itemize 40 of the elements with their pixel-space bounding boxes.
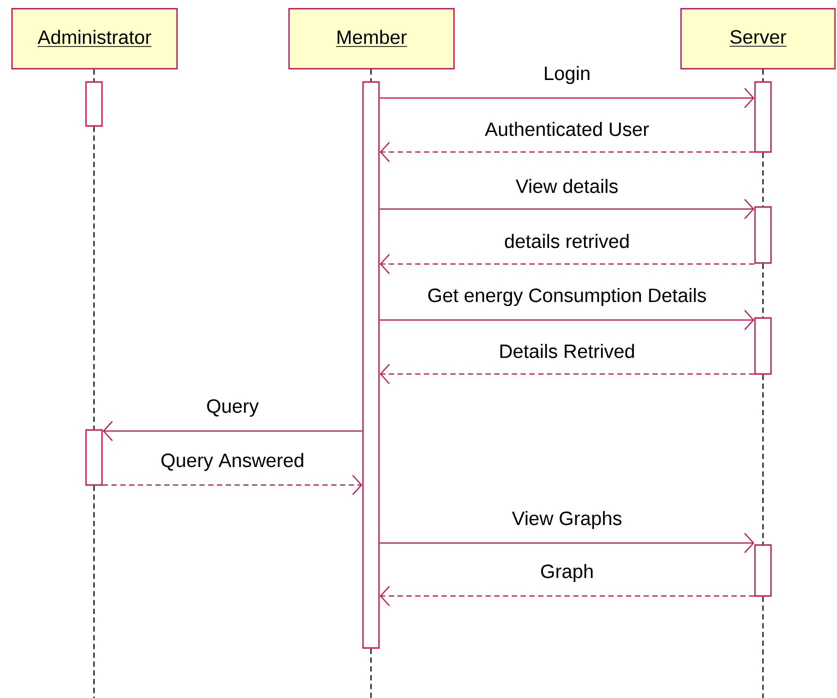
lifeline	[762, 69, 764, 82]
message-label: Query Answered	[158, 451, 306, 473]
message-arrow	[102, 474, 362, 496]
message-arrow	[380, 364, 754, 384]
activation-bar	[362, 81, 380, 649]
message-label: Graph	[538, 562, 596, 584]
lifeline-header: Member	[288, 8, 455, 70]
message-arrow	[380, 310, 754, 330]
message-label: details retrived	[502, 232, 632, 250]
message-arrow	[380, 198, 754, 220]
lifeline	[370, 69, 372, 82]
message-arrow	[380, 532, 754, 554]
activation-bar	[754, 544, 772, 597]
lifeline	[93, 69, 95, 82]
message-arrow	[380, 586, 754, 606]
lifeline	[93, 126, 95, 430]
lifeline	[370, 648, 372, 698]
activation-bar	[85, 81, 103, 127]
message-arrow	[102, 420, 362, 442]
message-arrow	[380, 142, 754, 162]
lifeline	[762, 264, 764, 318]
activation-bar	[754, 81, 772, 153]
message-label: Login	[542, 64, 592, 86]
lifeline	[93, 486, 95, 698]
activation-bar	[754, 206, 772, 264]
message-label: Details Retrived	[497, 342, 637, 360]
lifeline	[762, 596, 764, 698]
activation-bar	[85, 429, 103, 486]
lifeline	[762, 152, 764, 206]
activation-bar	[754, 317, 772, 375]
message-label: View details	[514, 177, 620, 195]
message-label: Get energy Consumption Details	[426, 286, 708, 308]
message-label: Authenticated User	[483, 120, 651, 138]
message-label: Query	[204, 398, 261, 419]
message-arrow	[380, 88, 754, 108]
lifeline-header: Administrator	[11, 8, 178, 70]
lifeline-header: Server	[680, 8, 836, 70]
message-arrow	[380, 254, 754, 274]
message-label: View Graphs	[510, 509, 624, 531]
lifeline	[762, 374, 764, 544]
